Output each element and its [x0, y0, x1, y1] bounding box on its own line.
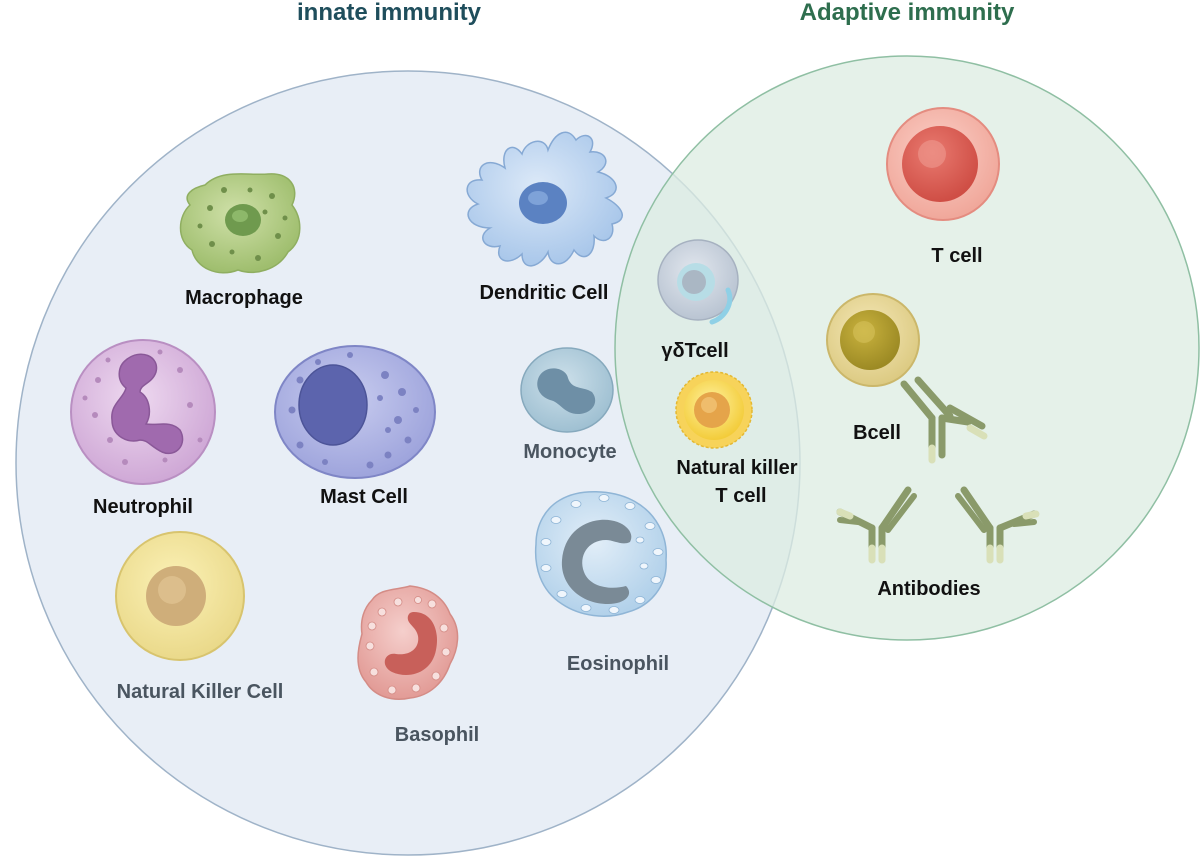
macrophage-icon [179, 173, 301, 274]
adaptive-immunity-heading: Adaptive immunity [800, 0, 1015, 26]
macrophage-label: Macrophage [185, 287, 303, 309]
mast-cell-icon [274, 345, 436, 479]
gamma-delta-t-cell-label: γδTcell [661, 340, 728, 362]
gamma-delta-t-cell-icon [657, 239, 739, 325]
natural-killer-t-cell-icon [675, 371, 753, 449]
antibody-icon [955, 486, 1040, 564]
natural-killer-t-cell-label-line1: Natural killer [676, 457, 797, 479]
natural-killer-cell-icon [115, 531, 245, 661]
t-cell-icon [886, 107, 1000, 221]
eosinophil-label: Eosinophil [567, 653, 669, 675]
antibodies-label: Antibodies [877, 578, 980, 600]
natural-killer-t-cell-label-line2: T cell [715, 485, 766, 507]
mast-cell-label: Mast Cell [320, 486, 408, 508]
neutrophil-icon [70, 339, 216, 485]
innate-immunity-heading: innate immunity [297, 0, 482, 26]
eosinophil-icon [534, 491, 667, 617]
dendritic-cell-icon [466, 131, 623, 267]
natural-killer-cell-label: Natural Killer Cell [117, 681, 284, 703]
dendritic-cell-label: Dendritic Cell [480, 282, 609, 304]
monocyte-label: Monocyte [523, 441, 616, 463]
b-cell-label: Bcell [853, 422, 901, 444]
b-cell-icon [826, 293, 920, 387]
basophil-label: Basophil [395, 724, 479, 746]
t-cell-label: T cell [931, 245, 982, 267]
basophil-icon [357, 585, 459, 700]
neutrophil-label: Neutrophil [93, 496, 193, 518]
antibody-icon [900, 376, 988, 464]
monocyte-icon [520, 347, 614, 433]
antibody-icon [836, 486, 917, 564]
